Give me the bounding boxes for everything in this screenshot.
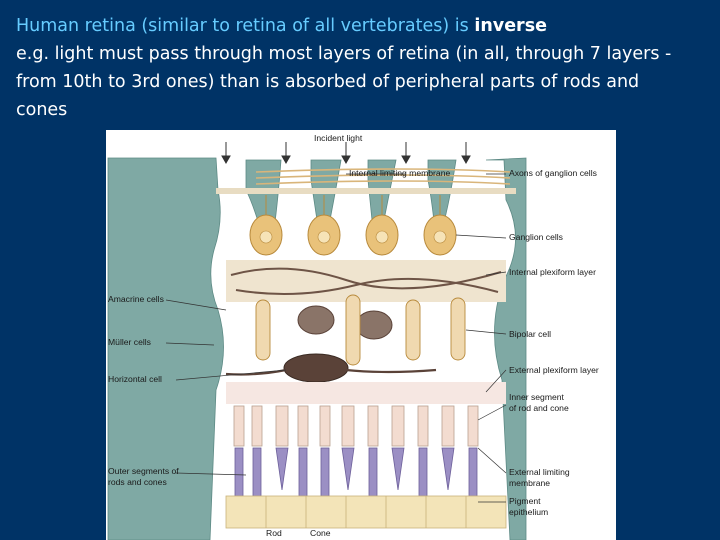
heading-line-3: from 10th to 3rd ones) than is absorbed … (16, 72, 640, 92)
label-internal-plexiform-layer: Internal plexiform layer (509, 267, 596, 277)
label-pigment-1: Pigment (509, 496, 541, 506)
heading-line-1-text: Human retina (similar to retina of all v… (16, 16, 475, 36)
label-external-limiting-1: External limiting (509, 467, 570, 477)
ganglion-cells (249, 195, 457, 256)
axon-fibers (255, 168, 511, 185)
label-cone: Cone (310, 528, 331, 538)
external-plexiform-layer (226, 382, 506, 404)
label-incident-light: Incident light (314, 133, 363, 143)
label-external-limiting-2: membrane (509, 478, 550, 488)
label-axons-of-ganglion-cells: Axons of ganglion cells (509, 168, 597, 178)
heading-line-2: e.g. light must pass through most layers… (16, 44, 672, 64)
label-outer-segments-1: Outer segments of (108, 466, 179, 476)
retina-diagram: Incident light (106, 130, 616, 540)
incident-light-arrows (221, 142, 471, 165)
heading-line-1: Human retina (similar to retina of all v… (16, 12, 706, 40)
horizontal-cell (225, 353, 437, 383)
bipolar-cells (255, 294, 466, 366)
leader-lines (165, 173, 507, 503)
inner-segments (233, 405, 479, 447)
internal-plexiform-layer (226, 260, 506, 302)
heading-line-4: cones (16, 100, 68, 120)
amacrine-cells (297, 305, 393, 340)
label-outer-segments-2: rods and cones (108, 477, 167, 487)
outer-segments (234, 447, 478, 499)
internal-limiting-membrane-band (216, 188, 516, 194)
label-inner-segment-1: Inner segment (509, 392, 565, 402)
label-pigment-2: epithelium (509, 507, 548, 517)
label-internal-limiting-membrane: Internal limiting membrane (349, 168, 450, 178)
label-inner-segment-2: of rod and cone (509, 403, 569, 413)
label-amacrine-cells: Amacrine cells (108, 294, 164, 304)
label-external-plexiform-layer: External plexiform layer (509, 365, 599, 375)
muller-cells-shape (107, 157, 527, 540)
slide-text: Human retina (similar to retina of all v… (16, 12, 706, 124)
label-ganglion-cells: Ganglion cells (509, 232, 563, 242)
heading-emphasis: inverse (474, 16, 547, 36)
label-horizontal-cell: Horizontal cell (108, 374, 162, 384)
retina-illustration: Incident light (107, 133, 599, 540)
label-bipolar-cell: Bipolar cell (509, 329, 551, 339)
pigment-epithelium (225, 495, 507, 529)
label-muller-cells: Müller cells (108, 337, 151, 347)
ganglion-nuclei (259, 230, 447, 244)
label-rod: Rod (266, 528, 282, 538)
